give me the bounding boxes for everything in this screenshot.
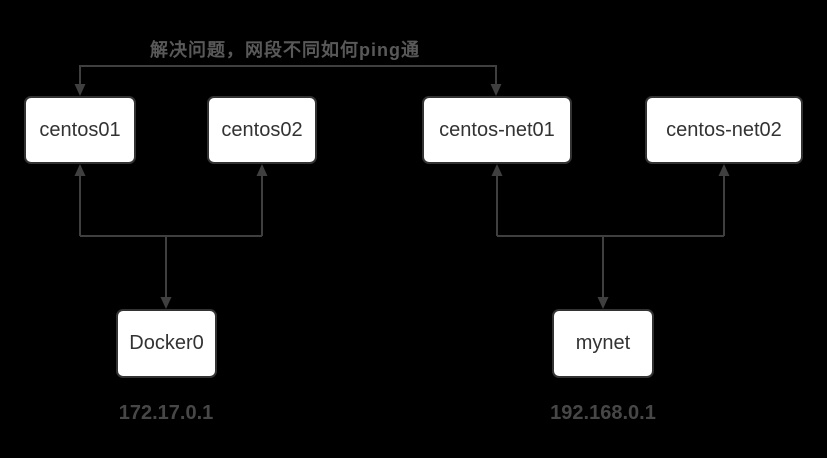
node-centos01[interactable]: centos01 — [24, 96, 136, 164]
node-label: Docker0 — [129, 332, 204, 354]
annotation-text: 解决问题，网段不同如何ping通 — [150, 40, 420, 60]
node-label: centos02 — [221, 118, 303, 141]
node-centos-net02[interactable]: centos-net02 — [645, 96, 803, 164]
node-docker0[interactable]: Docker0 — [116, 309, 217, 378]
node-label: centos-net01 — [439, 118, 555, 141]
node-label: centos-net02 — [666, 118, 782, 141]
node-label: centos01 — [39, 118, 121, 141]
node-label: mynet — [575, 332, 631, 354]
edge-mynet-bridge — [491, 164, 730, 309]
node-centos-net01[interactable]: centos-net01 — [422, 96, 572, 164]
ip-label-mynet: 192.168.0.1 — [550, 402, 656, 424]
ip-label-docker0: 172.17.0.1 — [118, 402, 214, 424]
node-mynet[interactable]: mynet — [552, 309, 654, 378]
edge-docker0-bridge — [74, 164, 268, 309]
edge-segment-link — [74, 65, 502, 96]
node-centos02[interactable]: centos02 — [207, 96, 317, 164]
